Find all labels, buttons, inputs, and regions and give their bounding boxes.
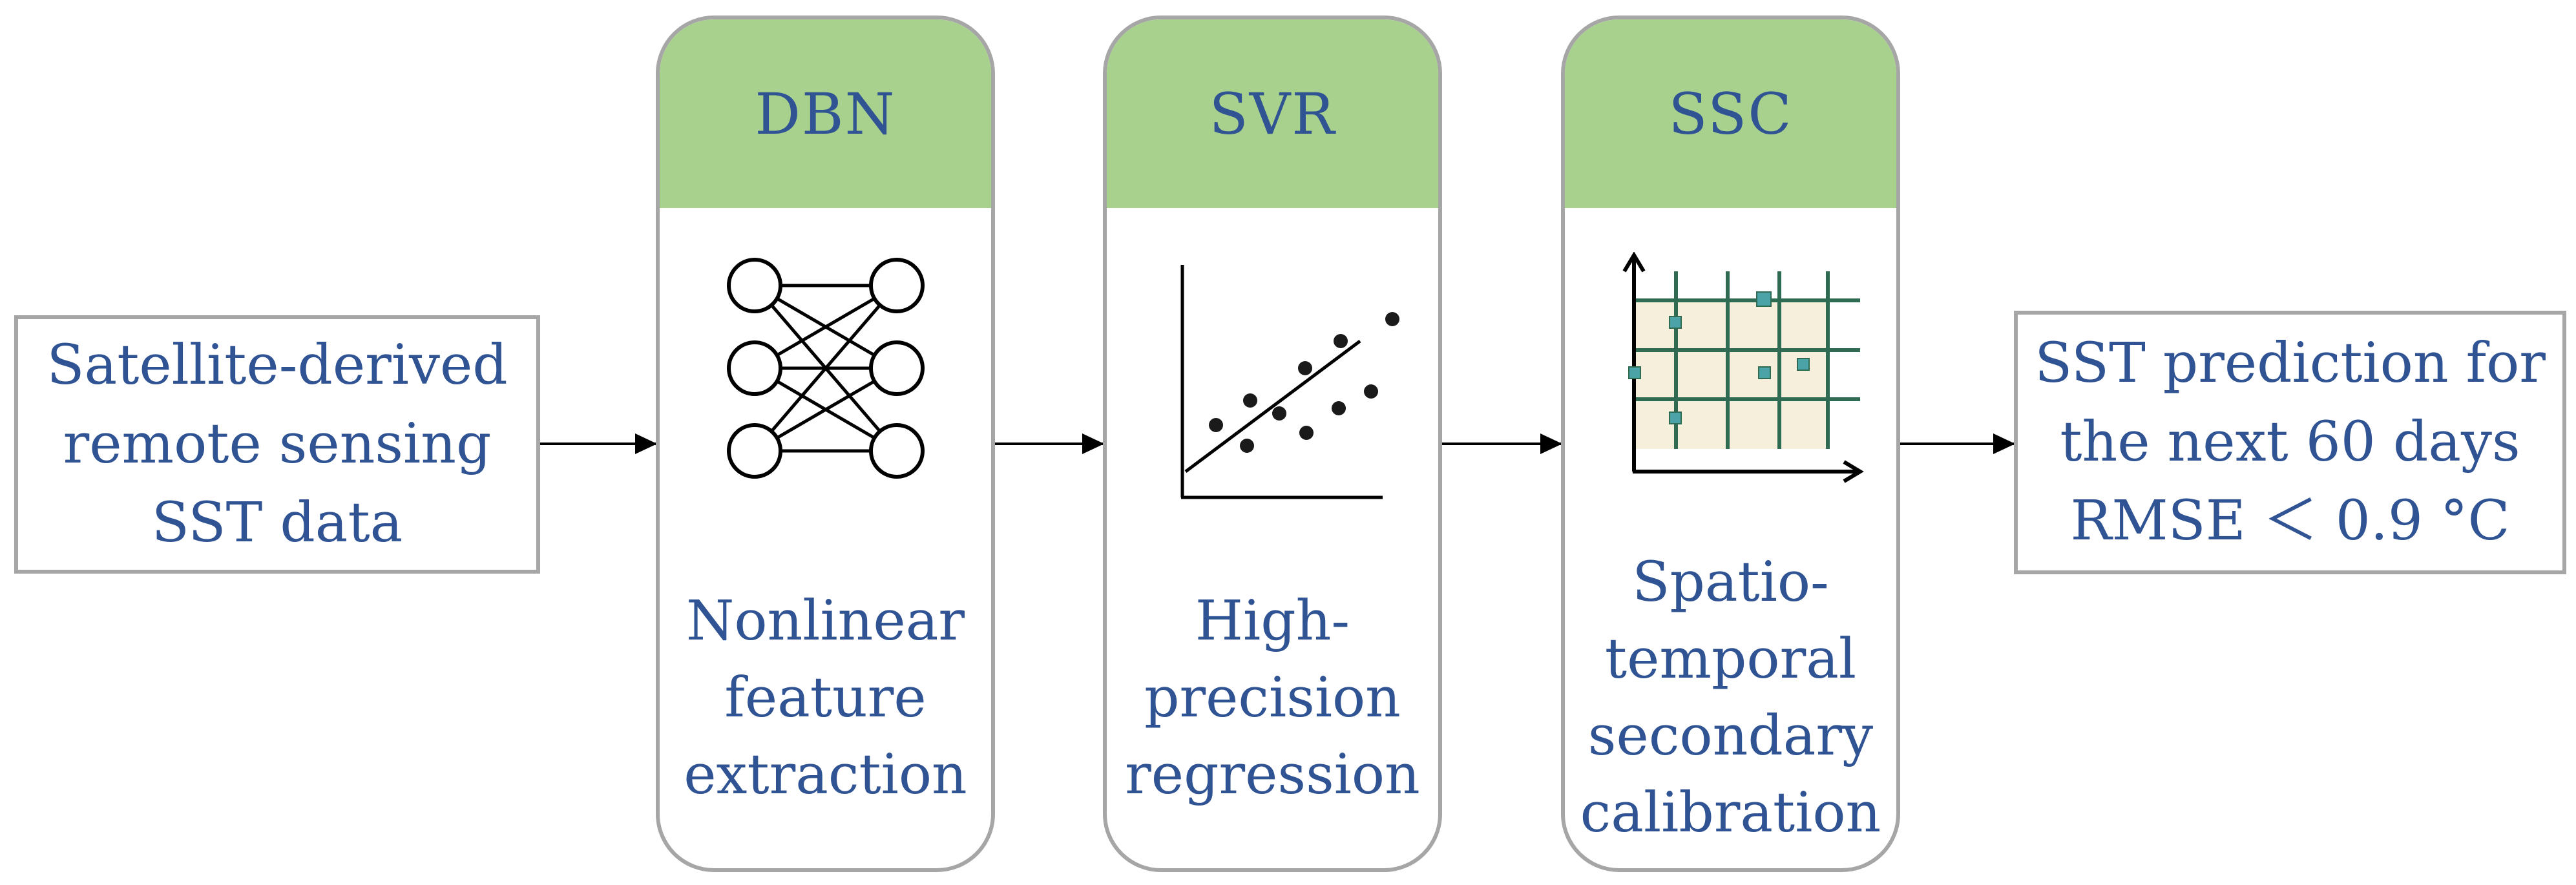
output-line-3: RMSE ＜ 0.9 °C	[2070, 489, 2510, 553]
input-data-box: Satellite-derived remote sensing SST dat…	[14, 315, 540, 574]
stage-svr-description: High- precision regression	[1107, 583, 1438, 813]
arrow-dbn-to-svr	[995, 433, 1104, 454]
stage-ssc-header: SSC	[1565, 19, 1896, 208]
output-line-1: SST prediction for	[2035, 331, 2546, 395]
arrow-ssc-to-output	[1900, 433, 2015, 454]
spatiotemporal-grid-icon	[1565, 252, 1896, 536]
stage-svr-desc-line-3: regression	[1125, 743, 1420, 807]
stage-ssc-desc-line-1: Spatio-	[1632, 550, 1829, 614]
input-line-3: SST data	[151, 491, 403, 555]
arrowhead-icon	[1082, 433, 1104, 454]
stage-ssc-desc-line-4: calibration	[1580, 781, 1881, 845]
input-line-1: Satellite-derived	[47, 333, 508, 397]
arrowhead-icon	[1540, 433, 1562, 454]
stage-dbn-description: Nonlinear feature extraction	[660, 583, 991, 813]
stage-ssc-desc-line-2: temporal	[1604, 627, 1857, 691]
output-line-2: the next 60 days	[2060, 410, 2520, 474]
stage-svr-desc-line-1: High-	[1195, 589, 1350, 653]
stage-ssc-description: Spatio- temporal secondary calibration	[1565, 544, 1896, 851]
stage-dbn-header: DBN	[660, 19, 991, 208]
scatter-regression-icon	[1107, 239, 1438, 523]
stage-dbn-desc-line-2: feature	[724, 666, 927, 730]
stage-svr: SVR High- precision regr	[1103, 16, 1442, 872]
arrowhead-icon	[635, 433, 657, 454]
stage-svr-header: SVR	[1107, 19, 1438, 208]
stage-ssc-desc-line-3: secondary	[1587, 704, 1874, 768]
stage-ssc: SSC	[1561, 16, 1900, 872]
stage-dbn-desc-line-1: Nonlinear	[686, 589, 965, 653]
arrowhead-icon	[1993, 433, 2015, 454]
neural-network-icon	[660, 239, 991, 523]
arrow-svr-to-ssc	[1442, 433, 1562, 454]
stage-dbn: DBN Nonlinear	[656, 16, 995, 872]
output-result-box: SST prediction for the next 60 days RMSE…	[2014, 311, 2566, 574]
stage-svr-desc-line-2: precision	[1144, 666, 1401, 730]
stage-dbn-desc-line-3: extraction	[684, 743, 967, 807]
input-line-2: remote sensing	[63, 412, 492, 476]
arrow-input-to-dbn	[540, 433, 657, 454]
